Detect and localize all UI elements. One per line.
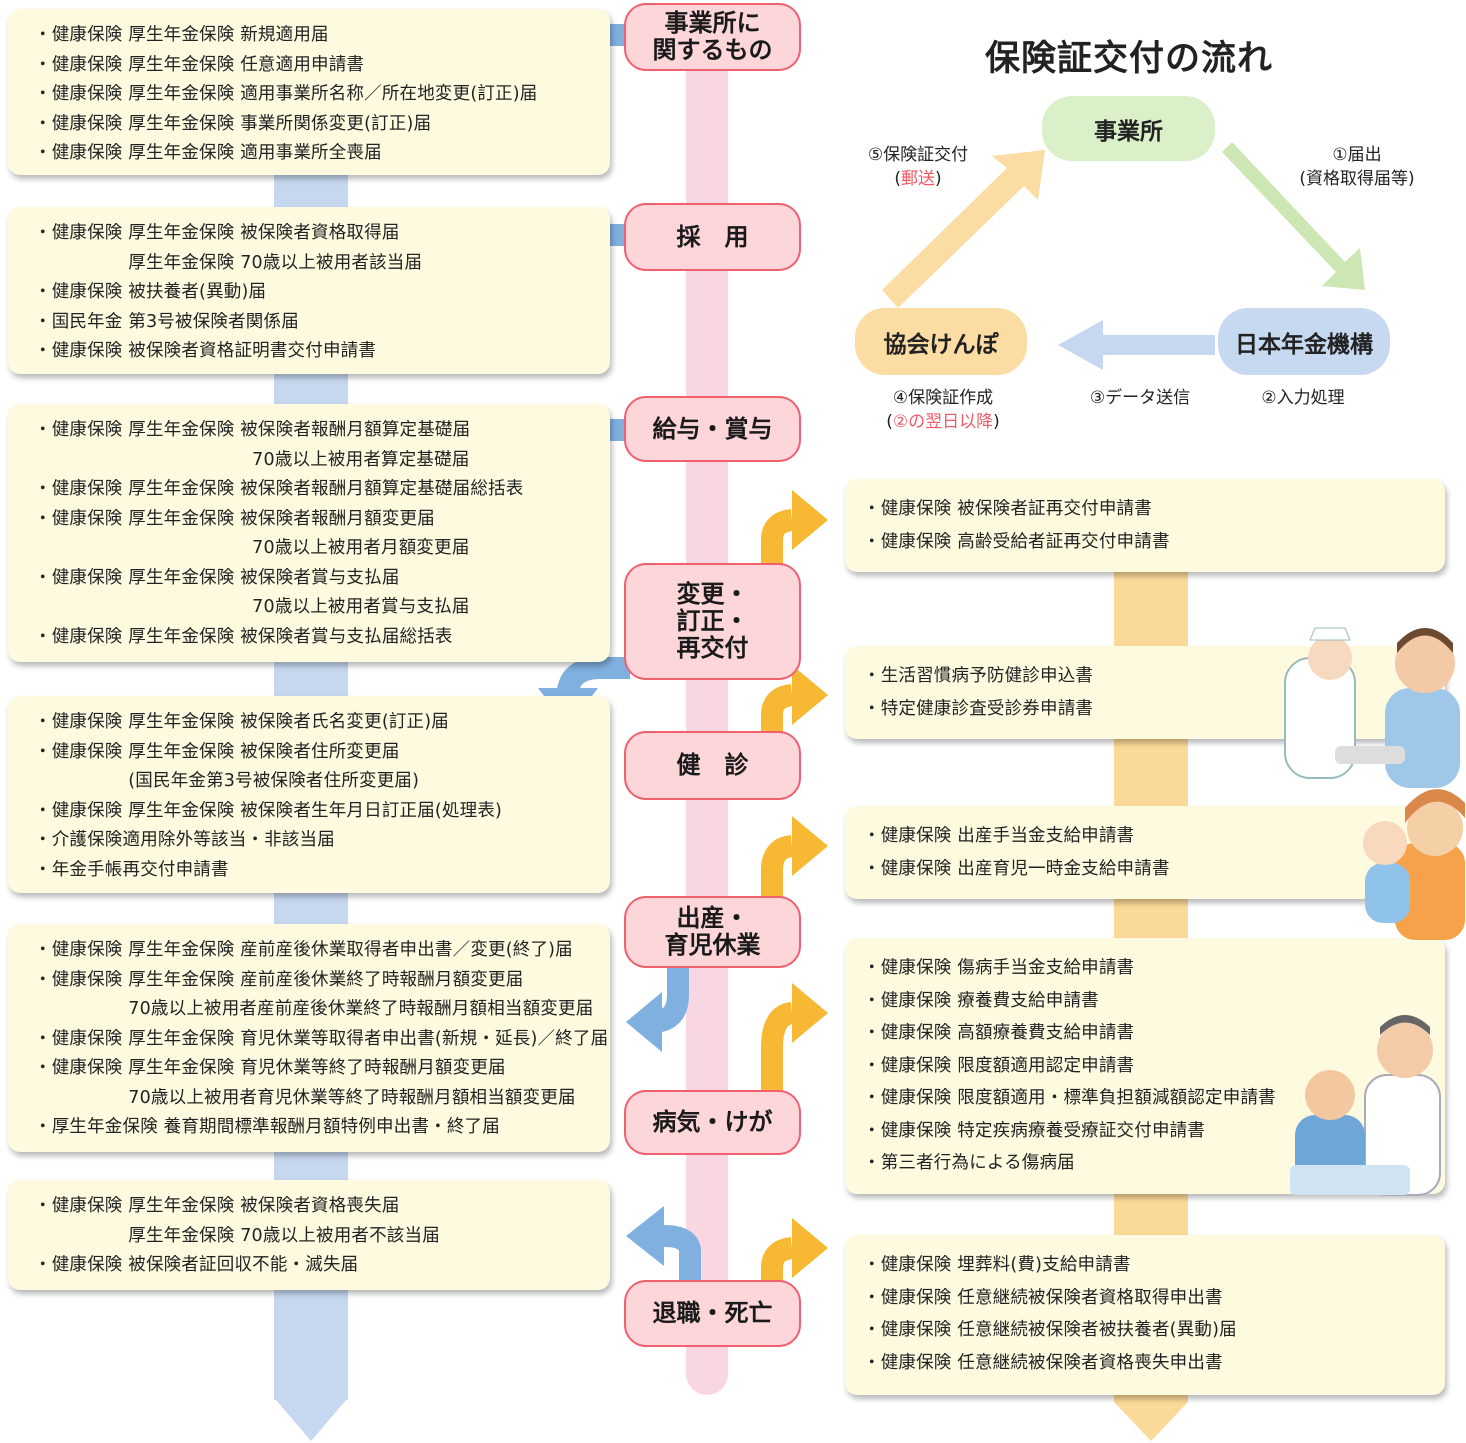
list-item: ・年金手帳再交付申請書 [34,859,229,880]
doctor-patient-illustration [1290,1015,1441,1196]
flow-title: 保険証交付の流れ [985,39,1274,79]
list-item: ・健康保険 厚生年金保険 任意適用申請書 [34,54,365,75]
node-kyokai: 協会けんぽ [855,308,1027,375]
right-box-childbirth: ・健康保険 出産手当金支給申請書 ・健康保険 出産育児一時金支給申請書 [845,806,1445,899]
step5-label: ⑤保険証交付 (郵送) [843,143,993,191]
orange-arrowheads [792,490,828,1278]
list-item: ・健康保険 限度額適用・標準負担額減額認定申請書 [863,1088,1276,1108]
list-item: ・第三者行為による傷病届 [863,1153,1075,1173]
list-item: ・健康保険 被保険者証回収不能・滅失届 [34,1255,359,1275]
list-item: ・健康保険 厚生年金保険 被保険者報酬月額算定基礎届 [34,420,471,440]
orange-arrow-group [761,509,795,1292]
list-item: 70歳以上被用者月額変更届 [34,538,470,558]
node-office: 事業所 [1042,96,1215,161]
left-box-hiring: ・健康保険 厚生年金保険 被保険者資格取得届 厚生年金保険 70歳以上被用者該当… [8,207,610,374]
list-item: ・健康保険 限度額適用認定申請書 [863,1055,1135,1076]
flow-arrow-kyokai-to-office [882,150,1045,308]
category-illness: 病気・けが [624,1090,801,1155]
left-box-change: ・健康保険 厚生年金保険 被保険者氏名変更(訂正)届 ・健康保険 厚生年金保険 … [8,696,610,893]
list-item: ・介護保険適用除外等該当・非該当届 [34,830,335,850]
list-item: ・健康保険 厚生年金保険 被保険者生年月日訂正届(処理表) [34,800,503,821]
step1-sub: (資格取得届等) [1299,169,1415,189]
blue-arrow-change [557,657,630,693]
flow-arrow-pension-to-kyokai [1058,320,1215,370]
list-item: ・健康保険 被扶養者(異動)届 [34,282,267,302]
blue-arrow-retire [663,1225,701,1280]
list-item: 厚生年金保険 70歳以上被用者不該当届 [34,1225,440,1246]
list-item: ・健康保険 厚生年金保険 適用事業所全喪届 [34,143,382,163]
list-item: ・健康保険 厚生年金保険 育児休業等終了時報酬月額変更届 [34,1058,506,1078]
list-item: ・健康保険 任意継続被保険者資格取得申出書 [863,1287,1223,1308]
step1-text: ①届出 [1332,145,1382,165]
category-hiring: 採 用 [624,203,801,271]
left-box-salary: ・健康保険 厚生年金保険 被保険者報酬月額算定基礎届 70歳以上被用者算定基礎届… [8,404,610,662]
list-item: ・特定健康診査受診券申請書 [863,698,1094,719]
list-item: ・健康保険 厚生年金保険 新規適用届 [34,25,329,45]
left-box-retire: ・健康保険 厚生年金保険 被保険者資格喪失届 厚生年金保険 70歳以上被用者不該… [8,1180,610,1290]
list-item: ・健康保険 出産育児一時金支給申請書 [863,858,1170,879]
step5-text: ⑤保険証交付 [867,145,969,165]
step3-label: ③データ送信 [1089,388,1191,408]
step4-sub: (②の翌日以降) [886,412,1000,432]
list-item: ・健康保険 高齢受給者証再交付申請書 [863,531,1170,552]
list-item: ・健康保険 厚生年金保険 産前産後休業取得者申出書／変更(終了)届 [34,940,573,960]
mother-baby-illustration [1363,789,1465,940]
list-item: 70歳以上被用者算定基礎届 [34,449,470,470]
list-item: ・健康保険 厚生年金保険 適用事業所名称／所在地変更(訂正)届 [34,84,538,104]
list-item: ・健康保険 厚生年金保険 産前産後休業終了時報酬月額変更届 [34,969,524,990]
left-box-childcare: ・健康保険 厚生年金保険 産前産後休業取得者申出書／変更(終了)届 ・健康保険 … [8,924,610,1152]
list-item: ・健康保険 厚生年金保険 被保険者資格取得届 [34,223,400,243]
list-item: ・健康保険 被保険者資格証明書交付申請書 [34,341,377,361]
list-item: ・健康保険 厚生年金保険 被保険者氏名変更(訂正)届 [34,712,449,732]
list-item: ・健康保険 厚生年金保険 被保険者報酬月額変更届 [34,508,435,529]
list-item: ・国民年金 第3号被保険者関係届 [34,311,299,332]
list-item: ・健康保険 出産手当金支給申請書 [863,826,1135,846]
node-pension: 日本年金機構 [1218,308,1390,375]
list-item: ・健康保険 厚生年金保険 被保険者賞与支払届 [34,567,400,588]
list-item: ・健康保険 厚生年金保険 被保険者資格喪失届 [34,1196,400,1216]
list-item: ・健康保険 療養費支給申請書 [863,990,1099,1011]
nurse-patient-illustration [1284,627,1460,788]
step4-label: ④保険証作成 (②の翌日以降) [863,386,1023,434]
list-item: ・健康保険 厚生年金保険 被保険者賞与支払届総括表 [34,626,453,647]
list-item: ・健康保険 厚生年金保険 育児休業等取得者申出書(新規・延長)／終了届 [34,1028,609,1049]
right-box-reissue: ・健康保険 被保険者証再交付申請書 ・健康保険 高齢受給者証再交付申請書 [845,479,1445,572]
step4-text: ④保険証作成 [892,388,994,408]
list-item: (国民年金第3号被保険者住所変更届) [34,771,420,791]
step5-sub: (郵送) [894,169,942,189]
list-item: ・健康保険 任意継続被保険者資格喪失申出書 [863,1352,1223,1373]
list-item: ・健康保険 任意継続被保険者被扶養者(異動)届 [863,1320,1237,1340]
step2-label: ②入力処理 [1261,388,1345,408]
list-item: ・生活習慣病予防健診申込書 [863,666,1094,686]
list-item: ・健康保険 厚生年金保険 事業所関係変更(訂正)届 [34,113,432,134]
category-change: 変更・ 訂正・ 再交付 [624,563,801,680]
list-item: 70歳以上被用者産前産後休業終了時報酬月額相当額変更届 [34,999,594,1019]
list-item: 厚生年金保険 70歳以上被用者該当届 [34,252,423,273]
list-item: ・健康保険 傷病手当金支給申請書 [863,958,1135,978]
list-item: 70歳以上被用者賞与支払届 [34,597,470,617]
category-salary: 給与・賞与 [624,396,801,462]
step1-label: ①届出 (資格取得届等) [1282,143,1432,191]
right-box-retire: ・健康保険 埋葬料(費)支給申請書 ・健康保険 任意継続被保険者資格取得申出書 … [845,1235,1445,1395]
center-band [686,40,728,1395]
category-checkup: 健 診 [624,731,801,800]
list-item: ・健康保険 被保険者証再交付申請書 [863,499,1152,519]
left-box-office: ・健康保険 厚生年金保険 新規適用届 ・健康保険 厚生年金保険 任意適用申請書 … [8,9,610,175]
list-item: ・厚生年金保険 養育期間標準報酬月額特例申出書・終了届 [34,1117,500,1137]
list-item: ・健康保険 高額療養費支給申請書 [863,1023,1135,1043]
list-item: ・健康保険 厚生年金保険 被保険者報酬月額算定基礎届総括表 [34,479,524,499]
category-retire: 退職・死亡 [624,1280,801,1347]
flow-arrow-office-to-pension [1222,142,1365,290]
category-childcare: 出産・ 育児休業 [624,896,801,968]
list-item: ・健康保険 特定疾病療養受療証交付申請書 [863,1120,1206,1141]
list-item: 70歳以上被用者育児休業等終了時報酬月額相当額変更届 [34,1087,576,1108]
category-office: 事業所に 関するもの [624,3,801,71]
list-item: ・健康保険 厚生年金保険 被保険者住所変更届 [34,741,400,762]
list-item: ・健康保険 埋葬料(費)支給申請書 [863,1255,1131,1275]
